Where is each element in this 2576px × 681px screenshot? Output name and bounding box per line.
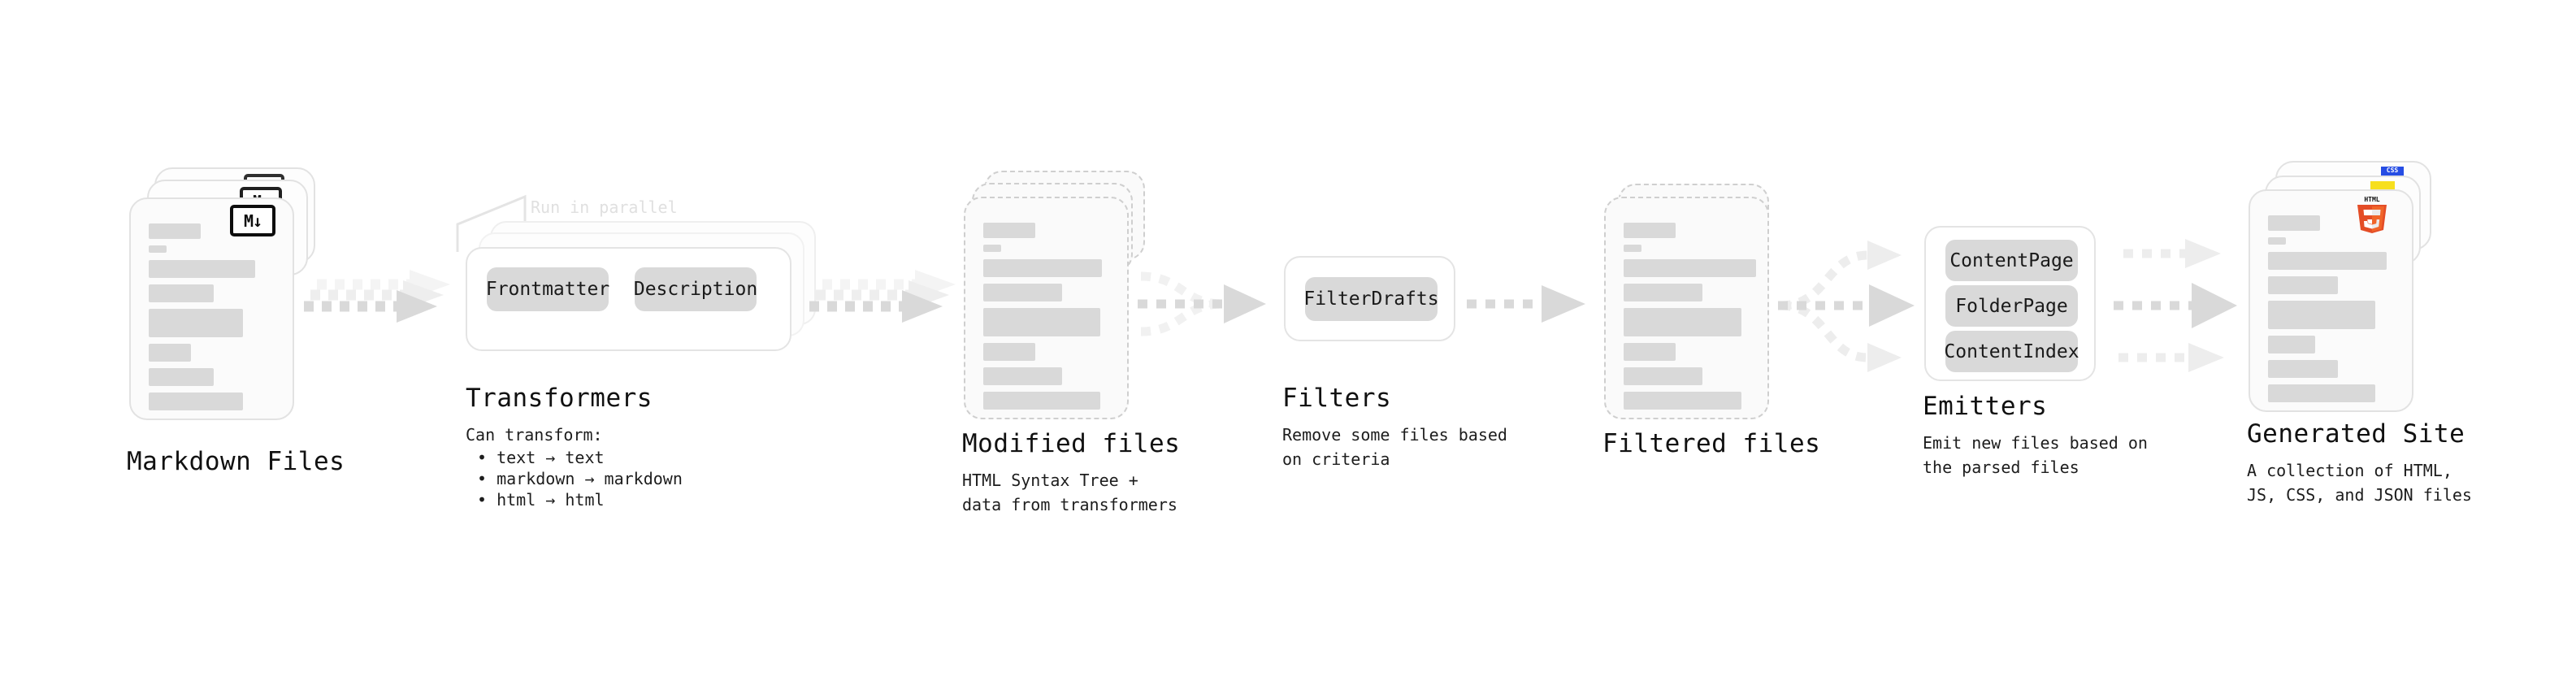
transformers-description: Can transform:	[466, 425, 603, 445]
skeleton-bar	[2268, 384, 2375, 402]
skeleton-bar	[2268, 252, 2387, 270]
emitter-plugin-folderpage[interactable]: FolderPage	[1945, 285, 2078, 327]
skeleton-bar	[983, 367, 1062, 385]
skeleton-bar	[1624, 284, 1702, 301]
skeleton-bar	[149, 368, 214, 386]
skeleton-bar	[983, 259, 1102, 277]
svg-text:HTML: HTML	[2364, 196, 2379, 203]
skeleton-bar	[149, 309, 243, 337]
filtered-files-title: Filtered files	[1602, 429, 1821, 458]
skeleton-bar	[1624, 367, 1702, 385]
run-in-parallel-label: Run in parallel	[531, 197, 678, 217]
filter-plugin-filterdrafts[interactable]: FilterDrafts	[1303, 277, 1439, 321]
skeleton-bar	[983, 308, 1100, 336]
emitters-title: Emitters	[1923, 392, 2048, 421]
skeleton-bar	[149, 260, 255, 278]
generated-site-description: A collection of HTML, JS, CSS, and JSON …	[2247, 461, 2472, 505]
skeleton-bar	[983, 392, 1100, 410]
run-in-parallel-bracket	[456, 194, 527, 252]
transformers-bullet-0: • text → text	[477, 448, 605, 467]
skeleton-bar	[1624, 223, 1676, 238]
modified-files-description: HTML Syntax Tree + data from transformer…	[962, 471, 1177, 514]
emitter-plugin-contentindex[interactable]: ContentIndex	[1944, 331, 2079, 372]
transformers-title: Transformers	[466, 384, 653, 413]
transformers-bullet-2: • html → html	[477, 490, 605, 510]
arrow-filtered-to-emitters	[1778, 241, 1915, 372]
arrow-modified-to-filters	[1138, 271, 1266, 336]
skeleton-bar	[983, 343, 1035, 361]
transformer-panel-front: Frontmatter Description	[466, 247, 791, 351]
transformers-bullet-1: • markdown → markdown	[477, 469, 683, 488]
skeleton-bar	[1624, 343, 1676, 361]
skeleton-bar	[983, 245, 1001, 252]
modified-card-front	[964, 197, 1129, 419]
filters-panel: FilterDrafts	[1284, 256, 1455, 341]
skeleton-bar	[983, 284, 1062, 301]
skeleton-bar	[2268, 276, 2338, 294]
markdown-icon: M↓	[230, 205, 275, 236]
skeleton-bar	[983, 223, 1035, 238]
emitter-plugin-contentpage[interactable]: ContentPage	[1945, 240, 2078, 281]
filtered-card-front	[1604, 197, 1769, 419]
css-icon: CSS	[2381, 167, 2404, 178]
filters-description: Remove some files based on criteria	[1282, 425, 1507, 469]
transformer-plugin-description[interactable]: Description	[634, 267, 757, 311]
arrow-transformers-to-modified	[809, 270, 956, 323]
skeleton-bar	[1624, 259, 1756, 277]
arrow-emitters-to-site	[2114, 239, 2237, 372]
css-icon-label: CSS	[2386, 167, 2399, 174]
skeleton-bar	[149, 223, 201, 239]
skeleton-bar	[1624, 308, 1741, 336]
emitters-panel: ContentPage FolderPage ContentIndex	[1924, 226, 2096, 381]
skeleton-bar	[1624, 245, 1641, 252]
transformer-plugin-frontmatter[interactable]: Frontmatter	[486, 267, 609, 311]
modified-files-title: Modified files	[962, 429, 1181, 458]
skeleton-bar	[2268, 215, 2320, 231]
skeleton-bar	[149, 344, 191, 362]
skeleton-bar	[149, 393, 243, 410]
skeleton-bar	[149, 284, 214, 302]
skeleton-bar	[2268, 336, 2315, 354]
generated-site-title: Generated Site	[2247, 419, 2465, 449]
filters-title: Filters	[1282, 384, 1392, 413]
skeleton-bar	[1624, 392, 1741, 410]
skeleton-bar	[149, 245, 167, 253]
skeleton-bar	[2268, 237, 2286, 245]
skeleton-bar	[2268, 301, 2375, 329]
arrow-markdown-to-transformers	[304, 270, 450, 323]
site-card-front	[2249, 189, 2413, 412]
skeleton-bar	[2268, 360, 2338, 378]
arrow-filters-to-filtered	[1467, 285, 1585, 323]
html5-icon: HTML	[2357, 196, 2387, 233]
emitters-description: Emit new files based on the parsed files	[1923, 433, 2148, 477]
markdown-files-title: Markdown Files	[127, 447, 345, 476]
